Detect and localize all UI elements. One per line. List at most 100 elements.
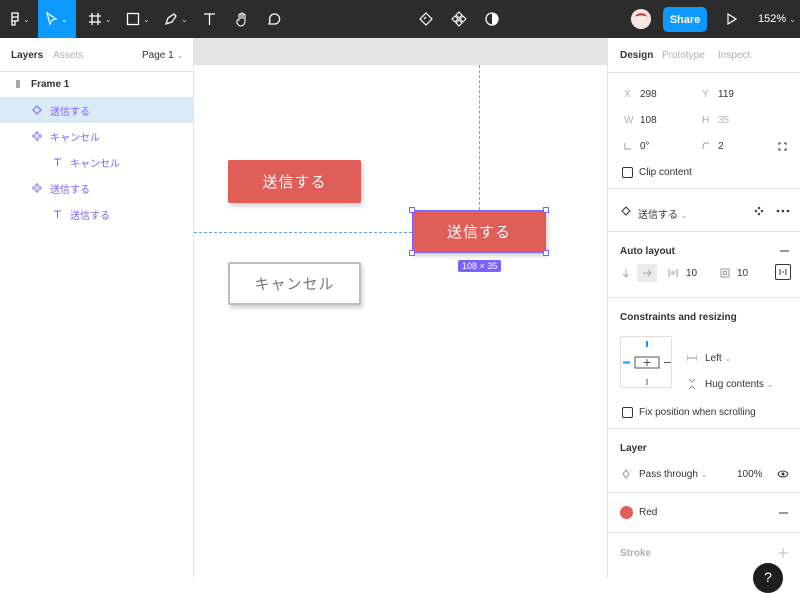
blend-mode-dropdown[interactable]: Pass through ⌄ xyxy=(639,469,707,480)
tab-prototype[interactable]: Prototype xyxy=(662,50,705,61)
frame-icon xyxy=(15,79,21,89)
resize-handle[interactable] xyxy=(409,250,415,256)
tab-design[interactable]: Design xyxy=(620,50,653,61)
cursor-icon xyxy=(46,12,58,26)
zoom-dropdown[interactable]: 152% ⌄ xyxy=(758,0,796,38)
cancel-button[interactable]: キャンセル xyxy=(228,262,361,305)
direction-horizontal-button[interactable] xyxy=(637,264,657,282)
h-input[interactable]: 35 xyxy=(718,115,729,126)
tab-layers[interactable]: Layers xyxy=(11,50,43,61)
chevron-down-icon: ⌄ xyxy=(105,15,112,24)
play-icon xyxy=(727,13,737,25)
remove-auto-layout-icon[interactable] xyxy=(780,250,789,252)
stroke-title: Stroke xyxy=(620,548,651,559)
layer-cancel-component[interactable]: キャンセル xyxy=(0,123,193,149)
comment-icon xyxy=(267,12,281,26)
chevron-down-icon: ⌄ xyxy=(23,15,30,24)
present-button[interactable] xyxy=(722,0,742,38)
page-selector[interactable]: Page 1 ⌄ xyxy=(142,50,183,61)
tab-inspect[interactable]: Inspect xyxy=(718,50,750,61)
size-badge: 108 × 35 xyxy=(458,260,501,272)
hand-tool-button[interactable] xyxy=(230,0,254,38)
alignment-icon xyxy=(779,268,787,276)
shape-tool-button[interactable]: ⌄ xyxy=(122,0,154,38)
fix-position-label: Fix position when scrolling xyxy=(639,407,756,418)
add-stroke-icon[interactable] xyxy=(778,548,788,558)
rotation-icon xyxy=(624,142,632,150)
component-button[interactable] xyxy=(447,0,471,38)
resize-handle[interactable] xyxy=(409,207,415,213)
fix-position-checkbox[interactable] xyxy=(622,407,633,418)
chevron-down-icon: ⌄ xyxy=(181,15,188,24)
avatar[interactable] xyxy=(631,9,651,29)
text-icon xyxy=(53,210,62,219)
layer-submit-component-2[interactable]: 送信する xyxy=(0,175,193,201)
frame-tool-button[interactable]: ⌄ xyxy=(84,0,116,38)
pen-tool-button[interactable]: ⌄ xyxy=(160,0,192,38)
page-label: Page 1 xyxy=(142,50,174,61)
blend-mode-value: Pass through xyxy=(639,469,698,480)
chevron-down-icon: ⌄ xyxy=(724,354,731,363)
more-options-icon[interactable] xyxy=(776,209,790,213)
layer-frame-1[interactable]: Frame 1 xyxy=(0,71,193,97)
pen-icon xyxy=(164,12,178,26)
eye-icon[interactable] xyxy=(777,470,789,478)
fill-section: Red xyxy=(608,492,800,532)
x-input[interactable]: 298 xyxy=(640,89,657,100)
text-tool-button[interactable] xyxy=(198,0,220,38)
move-tool-button[interactable]: ⌄ xyxy=(38,0,76,38)
hand-icon xyxy=(235,12,249,27)
corner-radius-icon xyxy=(702,142,710,150)
remove-fill-icon[interactable] xyxy=(779,512,788,514)
rotation-input[interactable]: 0° xyxy=(640,141,650,152)
padding-input[interactable]: 10 xyxy=(737,268,748,279)
stroke-section: Stroke ? xyxy=(608,532,800,578)
tab-assets[interactable]: Assets xyxy=(53,50,83,61)
help-button[interactable]: ? xyxy=(753,563,783,593)
independent-corners-icon[interactable] xyxy=(778,142,787,151)
y-input[interactable]: 119 xyxy=(718,89,734,100)
chevron-down-icon: ⌄ xyxy=(789,15,796,24)
component-icon xyxy=(32,183,42,193)
canvas[interactable]: 送信する キャンセル 送信する 108 × 35 xyxy=(194,38,607,578)
w-input[interactable]: 108 xyxy=(640,115,657,126)
hug-contents-icon xyxy=(688,378,696,390)
text-icon xyxy=(53,158,62,167)
vertical-constraint-dropdown[interactable]: Hug contents ⌄ xyxy=(705,379,773,390)
chevron-down-icon: ⌄ xyxy=(61,15,68,24)
resize-handle[interactable] xyxy=(543,250,549,256)
clip-content-checkbox[interactable] xyxy=(622,167,633,178)
position-section: X 298 Y 119 W 108 H 35 0° 2 Clip content xyxy=(608,72,800,188)
fill-style-name[interactable]: Red xyxy=(639,507,657,518)
frame-icon xyxy=(88,12,102,26)
layer-cancel-text[interactable]: キャンセル xyxy=(0,149,193,175)
constraints-widget[interactable] xyxy=(620,336,672,388)
submit-button[interactable]: 送信する xyxy=(228,160,361,203)
arrow-down-icon[interactable] xyxy=(622,268,630,278)
fill-color-swatch[interactable] xyxy=(620,506,633,519)
mask-button[interactable] xyxy=(480,0,504,38)
main-menu-button[interactable]: ⌄ xyxy=(6,0,34,38)
selection-box xyxy=(412,210,546,253)
opacity-input[interactable]: 100% xyxy=(737,469,763,480)
resize-handle[interactable] xyxy=(543,207,549,213)
layer-label: キャンセル xyxy=(50,129,100,144)
layer-submit-text[interactable]: 送信する xyxy=(0,201,193,227)
alignment-settings-button[interactable] xyxy=(775,264,791,280)
horizontal-constraint-dropdown[interactable]: Left ⌄ xyxy=(705,353,731,364)
layer-section: Layer Pass through ⌄ 100% xyxy=(608,428,800,492)
constraints-diagram-icon xyxy=(621,337,673,389)
constraints-title: Constraints and resizing xyxy=(620,312,737,323)
create-component-button[interactable] xyxy=(414,0,438,38)
comment-tool-button[interactable] xyxy=(262,0,286,38)
component-name-dropdown[interactable]: 送信する ⌄ xyxy=(638,206,687,221)
spacing-input[interactable]: 10 xyxy=(686,268,697,279)
go-to-main-component-icon[interactable] xyxy=(754,206,764,216)
share-button[interactable]: Share xyxy=(663,7,707,32)
chevron-down-icon: ⌄ xyxy=(767,380,774,389)
layer-title: Layer xyxy=(620,443,647,454)
corner-radius-input[interactable]: 2 xyxy=(718,141,724,152)
layer-label: 送信する xyxy=(50,103,90,118)
component-instance-icon xyxy=(32,105,42,115)
layer-submit-component[interactable]: 送信する xyxy=(0,97,193,123)
